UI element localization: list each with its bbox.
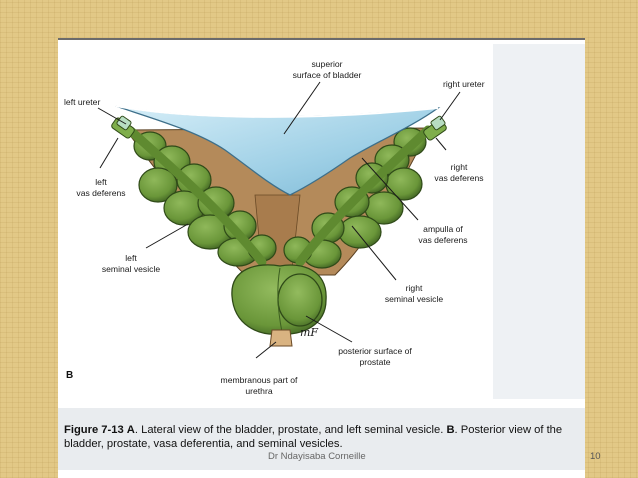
label-left-ureter: left ureter xyxy=(64,97,101,107)
label-ampulla: ampulla of vas deferens xyxy=(418,224,468,245)
label-superior-surface: superior surface of bladder xyxy=(292,59,362,80)
caption-b-text: . Posterior view of the bladder, prostat… xyxy=(64,424,563,450)
prostate xyxy=(231,264,327,335)
right-vas-deferens xyxy=(423,115,447,141)
caption-a-text: . Lateral view of the bladder, prostate,… xyxy=(134,424,447,436)
panel-letter: B xyxy=(66,370,74,381)
caption-b-letter: B xyxy=(446,424,455,436)
right-ampulla xyxy=(295,125,433,267)
label-left-seminal-vesicle: left seminal vesicle xyxy=(101,253,161,274)
caption-figure-label: Figure 7-13 xyxy=(64,424,124,436)
label-membranous-urethra: membranous part of urethra xyxy=(220,375,298,396)
leader-lines xyxy=(97,81,461,359)
bladder-rim-highlight xyxy=(115,105,439,118)
label-right-seminal-vesicle: right seminal vesicle xyxy=(384,283,444,304)
figure-caption: Figure 7-13 A. Lateral view of the bladd… xyxy=(64,423,579,451)
label-right-ureter: right ureter xyxy=(443,79,485,89)
footer-page-number: 10 xyxy=(590,451,601,462)
footer-author: Dr Ndayisaba Corneille xyxy=(268,451,366,462)
label-posterior-prostate: posterior surface of prostate xyxy=(338,346,412,367)
caption-a-letter: A xyxy=(126,424,135,436)
label-left-vas-deferens: left vas deferens xyxy=(76,177,126,198)
artist-initials: mF xyxy=(300,326,319,339)
left-ampulla xyxy=(127,127,267,267)
label-right-vas-deferens: right vas deferens xyxy=(434,162,484,183)
slide-top-rule xyxy=(58,38,585,40)
figure-caption-box: Figure 7-13 A. Lateral view of the bladd… xyxy=(58,408,585,470)
figure-side-panel xyxy=(493,44,585,399)
